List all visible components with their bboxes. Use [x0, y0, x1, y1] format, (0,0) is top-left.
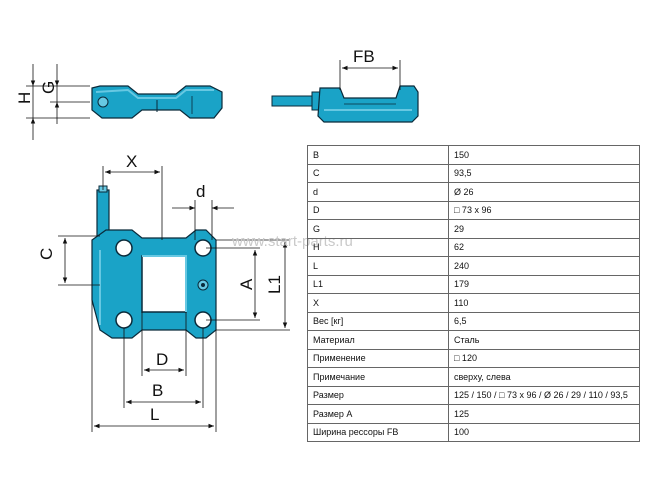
spec-key: Примечание: [307, 367, 449, 387]
spec-value: 150: [448, 145, 640, 165]
spec-key: G: [307, 219, 449, 239]
spec-value: 125 / 150 / □ 73 x 96 / Ø 26 / 29 / 110 …: [448, 385, 640, 405]
table-row: Вес [кг]6,5: [307, 311, 640, 331]
spec-value: 240: [448, 256, 640, 276]
dim-label-x: X: [126, 152, 137, 171]
dim-label-d-big: D: [156, 350, 168, 369]
spec-value: Сталь: [448, 330, 640, 350]
top-view: [91, 185, 217, 339]
spec-key: H: [307, 237, 449, 257]
spec-value: 62: [448, 237, 640, 257]
spec-value: 179: [448, 274, 640, 294]
dim-label-l1: L1: [265, 275, 284, 294]
table-row: D□ 73 x 96: [307, 200, 640, 220]
spec-value: Ø 26: [448, 182, 640, 202]
dim-label-fb: FB: [353, 47, 375, 66]
spec-key: Размер: [307, 385, 449, 405]
table-row: Применение□ 120: [307, 348, 640, 368]
dim-label-h: H: [15, 92, 34, 104]
spec-value: сверху, слева: [448, 367, 640, 387]
spec-value: 110: [448, 293, 640, 313]
spec-key: D: [307, 200, 449, 220]
end-view: [271, 60, 419, 123]
spec-value: 93,5: [448, 163, 640, 183]
spec-key: X: [307, 293, 449, 313]
spec-key: Вес [кг]: [307, 311, 449, 331]
dim-label-b: B: [152, 381, 163, 400]
dim-label-a: A: [237, 278, 256, 290]
spec-value: □ 120: [448, 348, 640, 368]
spec-value: 29: [448, 219, 640, 239]
spec-key: Материал: [307, 330, 449, 350]
spec-value: 125: [448, 404, 640, 424]
spec-key: d: [307, 182, 449, 202]
spec-key: L: [307, 256, 449, 276]
spec-key: Размер А: [307, 404, 449, 424]
dimension-lines: [58, 166, 290, 432]
dim-label-d-small: d: [196, 182, 205, 201]
dim-label-g: G: [39, 81, 58, 94]
spec-key: C: [307, 163, 449, 183]
spec-value: □ 73 x 96: [448, 200, 640, 220]
spec-value: 100: [448, 422, 640, 442]
dim-label-l: L: [150, 405, 159, 424]
dim-label-c: C: [37, 248, 56, 260]
spec-key: L1: [307, 274, 449, 294]
spec-value: 6,5: [448, 311, 640, 331]
side-view: [26, 64, 223, 140]
spec-key: B: [307, 145, 449, 165]
spec-key: Ширина рессоры FB: [307, 422, 449, 442]
spec-key: Применение: [307, 348, 449, 368]
